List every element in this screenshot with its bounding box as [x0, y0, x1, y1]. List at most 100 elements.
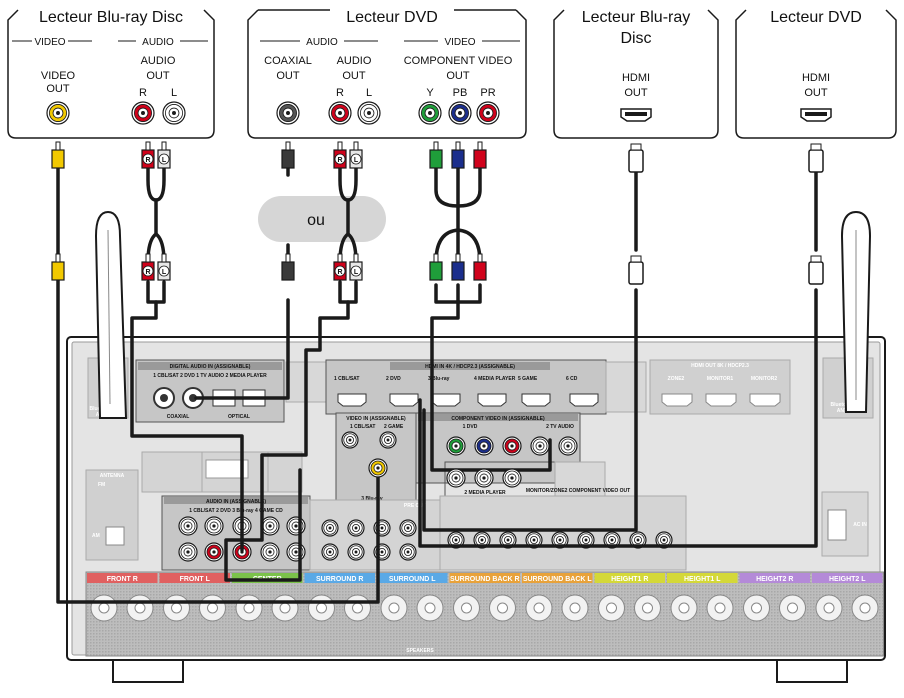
bd1-audio-out-label: AUDIO: [141, 55, 176, 67]
dvd1-component-label: COMPONENT VIDEO: [404, 55, 513, 67]
speaker-terminal-3-2[interactable]: [271, 594, 299, 622]
plug-hdmi-dvd2-bottom: [808, 255, 824, 285]
pre-out-jack-top-2[interactable]: [347, 519, 365, 537]
bd1-audio-l-jack[interactable]: [162, 101, 186, 125]
speaker-terminal-5-1[interactable]: [380, 594, 408, 622]
rx-component-3-pr-jack[interactable]: [502, 468, 522, 488]
rx-video-in-3-jack[interactable]: [368, 458, 388, 478]
rx-audio-in-2-l-jack[interactable]: [204, 516, 224, 536]
rx-video-in-1-jack[interactable]: [341, 431, 359, 449]
rx-audio-in-4-r-jack[interactable]: [260, 542, 280, 562]
rx-component-y-jack[interactable]: [446, 436, 466, 456]
hdmi-input-port-1[interactable]: [337, 393, 367, 407]
or-bubble: ou: [258, 196, 386, 242]
pre-out-jack-right-5[interactable]: [551, 531, 569, 549]
dvd1-y-jack[interactable]: [418, 101, 442, 125]
hdmi-input-port-5[interactable]: [521, 393, 551, 407]
speaker-terminal-9-2[interactable]: [706, 594, 734, 622]
pre-out-jack-bottom-1[interactable]: [321, 543, 339, 561]
dvd1-pb-jack[interactable]: [448, 101, 472, 125]
device-bluray-title: Lecteur Blu-ray Disc: [39, 9, 183, 26]
plug-dvd1-l-top: L: [349, 141, 363, 169]
rx-video-in-2-jack[interactable]: [379, 431, 397, 449]
speaker-terminal-10-1[interactable]: [743, 594, 770, 622]
rx-audio-in-5-r-jack[interactable]: [286, 542, 306, 562]
plug-pb-bottom: [451, 253, 465, 281]
hdmi-input-port-4[interactable]: [477, 393, 507, 407]
speaker-terminal-2-2[interactable]: [199, 594, 226, 622]
pre-out-jack-bottom-4[interactable]: [399, 543, 417, 561]
bd1-video-out-jack[interactable]: [46, 101, 70, 125]
device-bluray-hdmi-title-2: Disc: [620, 30, 651, 47]
speaker-terminal-7-2[interactable]: [561, 594, 589, 622]
dvd1-pr-label: PR: [480, 87, 495, 99]
hdmi-input-port-3[interactable]: [431, 393, 461, 407]
rx-component-pb-jack[interactable]: [474, 436, 494, 456]
component-input-2-label: 2 TV AUDIO: [546, 424, 574, 430]
speaker-terminal-8-1[interactable]: [598, 594, 625, 622]
dvd1-r-label: R: [336, 87, 344, 99]
speaker-terminal-2-1[interactable]: [163, 594, 190, 622]
bd2-hdmi-label: HDMI: [622, 72, 650, 84]
pre-out-jack-right-9[interactable]: [655, 531, 673, 549]
speaker-label-bg-2: [159, 573, 230, 583]
pre-out-jack-right-2[interactable]: [473, 531, 491, 549]
dvd1-pr-jack[interactable]: [476, 101, 500, 125]
plug-dvd1-r-bottom-letter: R: [337, 269, 342, 276]
dvd1-audio-r-jack[interactable]: [328, 101, 352, 125]
speaker-terminal-6-1[interactable]: [453, 594, 480, 622]
speaker-label-1: FRONT R: [107, 576, 138, 583]
hdmi-input-port-6[interactable]: [569, 393, 599, 407]
speaker-terminal-9-1[interactable]: [670, 594, 698, 622]
bd1-audio-r-jack[interactable]: [131, 101, 155, 125]
pre-out-jack-right-7[interactable]: [603, 531, 621, 549]
component-in-label: COMPONENT VIDEO IN (ASSIGNABLE): [451, 416, 545, 422]
speaker-terminal-3-1[interactable]: [235, 594, 263, 622]
foot-right: [776, 659, 848, 683]
plug-dvd1-l-bottom-letter: L: [354, 269, 359, 276]
rx-component-3-y-jack[interactable]: [446, 468, 466, 488]
device-dvd-hdmi: Lecteur DVD HDMI OUT: [735, 9, 897, 139]
rx-component-2-pb-jack[interactable]: [558, 436, 578, 456]
rx-audio-in-2-r-jack[interactable]: [204, 542, 224, 562]
rx-audio-in-1-r-jack[interactable]: [178, 542, 198, 562]
speaker-terminal-4-1[interactable]: [308, 594, 335, 622]
speaker-terminal-7-1[interactable]: [525, 594, 553, 622]
plug-bd1-l-bottom-letter: L: [162, 269, 167, 276]
av-receiver: Bluetooth/Wi-Fi ANTENNA Bluetooth/Wi-Fi …: [66, 336, 886, 683]
speaker-label-bg-10: [739, 573, 810, 583]
speaker-terminal-8-2[interactable]: [634, 594, 661, 622]
dvd1-coaxial-out-jack[interactable]: [276, 101, 300, 125]
plug-bd1-r-bottom-letter: R: [145, 269, 150, 276]
speaker-terminal-1-2[interactable]: [126, 594, 154, 622]
hdmi-input-label-1: 1 CBL/SAT: [334, 376, 359, 382]
hdmi-input-label-3: 3 Blu-ray: [428, 376, 450, 382]
rx-component-pr-jack[interactable]: [502, 436, 522, 456]
speaker-terminal-4-2[interactable]: [344, 594, 371, 622]
pre-out-jack-right-6[interactable]: [577, 531, 595, 549]
speaker-terminal-11-2[interactable]: [851, 594, 879, 622]
device-dvd-hdmi-title: Lecteur DVD: [770, 9, 862, 26]
pre-out-jack-right-8[interactable]: [629, 531, 647, 549]
rx-component-2-y-jack[interactable]: [530, 436, 550, 456]
hdmi-input-port-2[interactable]: [389, 393, 419, 407]
pre-out-jack-top-1[interactable]: [321, 519, 339, 537]
source-rca-jacks: [46, 101, 500, 125]
rx-component-3-pb-jack[interactable]: [474, 468, 494, 488]
rx-audio-in-5-l-jack[interactable]: [286, 516, 306, 536]
speaker-terminal-5-2[interactable]: [416, 594, 444, 622]
pre-out-jack-right-4[interactable]: [525, 531, 543, 549]
speaker-terminal-10-2[interactable]: [779, 594, 806, 622]
speaker-terminal-1-1[interactable]: [90, 594, 118, 622]
speaker-terminal-6-2[interactable]: [489, 594, 516, 622]
pre-out-jack-bottom-2[interactable]: [347, 543, 365, 561]
pre-out-jack-right-1[interactable]: [447, 531, 465, 549]
rx-audio-in-1-l-jack[interactable]: [178, 516, 198, 536]
pre-out-jack-top-4[interactable]: [399, 519, 417, 537]
plug-dvd1-r-top-letter: R: [337, 157, 342, 164]
antenna-block: [85, 469, 139, 561]
speaker-terminal-11-1[interactable]: [815, 594, 843, 622]
dvd1-audio-l-jack[interactable]: [357, 101, 381, 125]
device-bluray-hdmi-title: Lecteur Blu-ray: [582, 9, 691, 26]
